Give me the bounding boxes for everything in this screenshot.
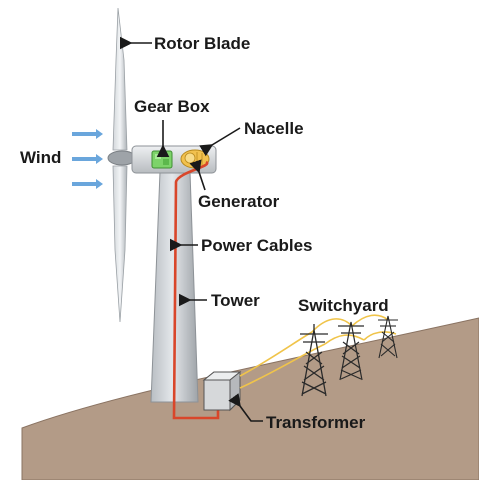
generator-label: Generator xyxy=(198,192,280,211)
power-cables-label: Power Cables xyxy=(201,236,313,255)
wind-arrow-icon xyxy=(72,129,103,139)
gear-box-label: Gear Box xyxy=(134,97,210,116)
wind-label: Wind xyxy=(20,148,61,167)
rotor-blade-upper xyxy=(112,7,128,151)
generator-pointer xyxy=(189,159,206,191)
wind-arrows xyxy=(72,129,103,189)
transformer-pointer xyxy=(228,393,263,422)
gear-box xyxy=(151,150,173,169)
ground-hill xyxy=(21,317,479,480)
wind-arrow-icon xyxy=(72,154,103,164)
pylon-3 xyxy=(378,315,398,359)
rotor-blade-label: Rotor Blade xyxy=(154,34,250,53)
leader-lines xyxy=(119,36,263,422)
nacelle-pointer xyxy=(199,127,241,157)
rotor-blade-lower xyxy=(112,165,128,323)
switchyard-label: Switchyard xyxy=(298,296,389,315)
pylon-1 xyxy=(300,324,328,397)
wind-arrow-icon xyxy=(72,179,103,189)
tower-label: Tower xyxy=(211,291,260,310)
transformer-label: Transformer xyxy=(266,413,366,432)
pylon-2 xyxy=(338,321,364,381)
transformer-box xyxy=(202,370,242,412)
power-cable xyxy=(172,160,220,420)
nacelle-label: Nacelle xyxy=(244,119,304,138)
